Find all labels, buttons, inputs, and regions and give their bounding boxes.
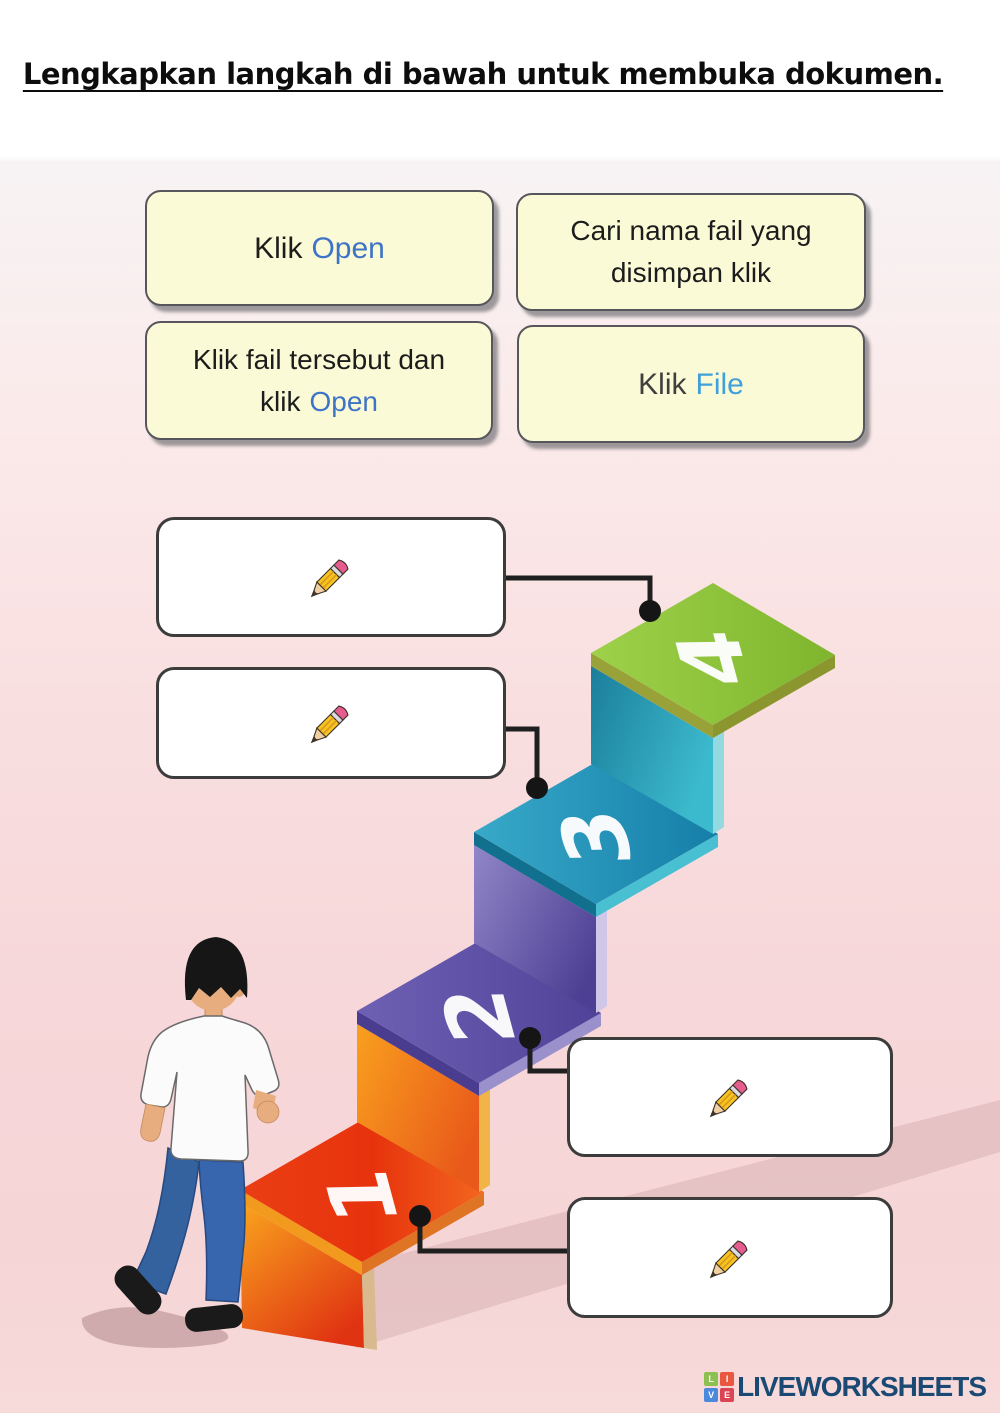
pencil-icon xyxy=(709,1079,748,1118)
step-number-2: 2 xyxy=(422,987,538,1045)
liveworksheets-logo: L I V E LIVEWORKSHEETS xyxy=(704,1371,987,1403)
answer-box-step4[interactable] xyxy=(156,517,506,637)
step-number-3: 3 xyxy=(539,808,655,866)
step-2: 2 xyxy=(357,941,601,1192)
answer-box-step3[interactable] xyxy=(156,667,506,779)
connector-dots xyxy=(409,600,661,1227)
connector-dot-step1 xyxy=(409,1205,431,1227)
connector-lines xyxy=(417,575,653,1254)
liveworksheets-brand: LIVEWORKSHEETS xyxy=(737,1371,987,1402)
card-text-line2: disimpan klik xyxy=(610,257,772,288)
boy-walking-illustration xyxy=(114,937,280,1332)
liveworksheets-blocks-icon: L I V E xyxy=(704,1372,735,1402)
connector-line-box3-step2 xyxy=(527,1042,574,1074)
pencil-icon xyxy=(709,1239,748,1278)
logo-block-i: I xyxy=(720,1372,735,1386)
step-number-4: 4 xyxy=(656,629,772,687)
connector-dot-step2 xyxy=(519,1027,541,1049)
pencil-icon xyxy=(310,705,349,744)
connector-line-box4-step1 xyxy=(417,1220,574,1254)
step-number-1: 1 xyxy=(305,1167,421,1225)
card-text-line1: Cari nama fail yang xyxy=(570,215,812,246)
logo-block-l: L xyxy=(704,1372,719,1386)
connector-dot-step4 xyxy=(639,600,661,622)
logo-block-e: E xyxy=(720,1388,735,1402)
connector-dot-step3 xyxy=(526,777,548,799)
logo-block-v: V xyxy=(704,1388,719,1402)
page-title: Lengkapkan langkah di bawah untuk membuk… xyxy=(22,57,944,91)
card-text-line1: Klik fail tersebut dan xyxy=(192,343,446,375)
pencil-icon xyxy=(310,559,349,598)
connector-line-box2-step3 xyxy=(494,726,540,783)
answer-box-step1[interactable] xyxy=(567,1197,893,1318)
connector-line-box1-step4 xyxy=(494,575,653,606)
instruction-card-cari-nama-fail[interactable]: Cari nama fail yang disimpan klik xyxy=(516,193,866,311)
answer-box-step2[interactable] xyxy=(567,1037,893,1157)
